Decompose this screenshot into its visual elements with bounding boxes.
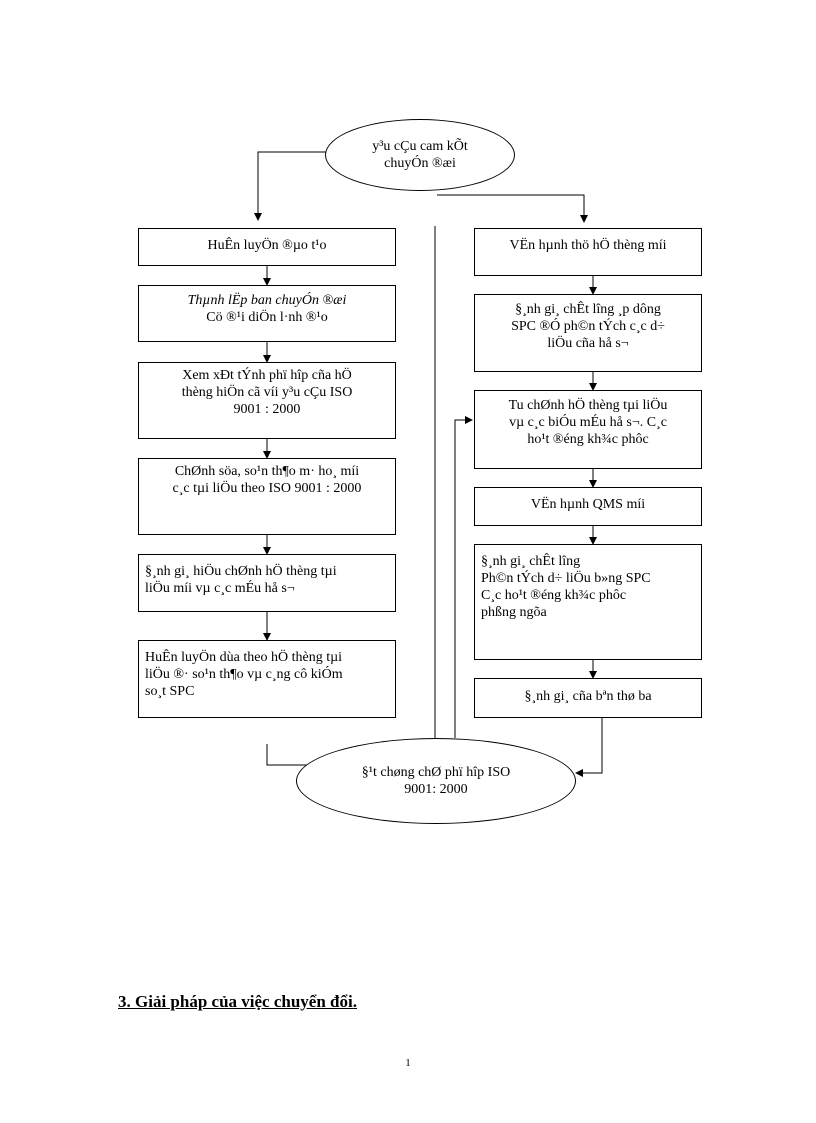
right-step-line: §¸nh gi¸ cña bªn thø ba xyxy=(524,689,652,704)
right-step-line: VËn hµnh QMS míi xyxy=(530,497,646,512)
end-ellipse: §¹t chøng chØ phï hîp ISO 9001: 2000 xyxy=(296,738,576,824)
right-step-line: Ph©n tÝch d÷ liÖu b»ng SPC xyxy=(481,571,651,586)
left-step-training: HuÊn luyÖn ®µo t¹o xyxy=(138,228,396,266)
right-step-line: §¸nh gi¸ chÊt l­îng xyxy=(481,554,581,569)
right-step-run-qms: VËn hµnh QMS míi xyxy=(474,487,702,526)
connector-top-to-left xyxy=(254,151,327,221)
left-step-review: Xem xÐt tÝnh phï hîp cña hÖ thèng hiÖn c… xyxy=(138,362,396,439)
right-step-line: SPC ®Ó ph©n tÝch c¸c d÷ xyxy=(511,319,665,334)
left-step-edit-documents: ChØnh söa, so¹n th¶o m· ho¸ míi c¸c tµi … xyxy=(138,458,396,535)
left-step-evaluate-documents: §¸nh gi¸ hiÖu chØnh hÖ thèng tµi liÖu mí… xyxy=(138,554,396,612)
right-step-line: §¸nh gi¸ chÊt l­îng ¸p dông xyxy=(515,302,661,317)
page-number: 1 xyxy=(405,1057,411,1069)
right-step-line: ho¹t ®éng kh¾c phôc xyxy=(527,432,649,447)
connector-top-to-right xyxy=(437,194,588,223)
left-step-line: HuÊn luyÖn ®µo t¹o xyxy=(207,238,327,253)
right-step-line: VËn hµnh thö hÖ thèng míi xyxy=(509,238,667,253)
left-step-line: c¸c tµi liÖu theo ISO 9001 : 2000 xyxy=(172,481,362,496)
left-step-line: Thµnh lËp ban chuyÓn ®æi xyxy=(187,293,347,308)
left-step-line: liÖu ®· so¹n th¶o vµ c¸ng cô kiÓm xyxy=(145,667,343,682)
section-heading: 3. Giải pháp của việc chuyển đổi. xyxy=(118,992,357,1011)
right-step-trial-run: VËn hµnh thö hÖ thèng míi xyxy=(474,228,702,276)
left-step-line: Cö ®¹i diÖn l·nh ®¹o xyxy=(206,310,328,325)
left-step-line: HuÊn luyÖn dùa theo hÖ thèng tµi xyxy=(145,650,343,665)
left-step-line: so¸t SPC xyxy=(145,684,195,699)
end-ellipse-line: 9001: 2000 xyxy=(404,782,468,797)
right-step-quality-spc: §¸nh gi¸ chÊt l­îng ¸p dông SPC ®Ó ph©n … xyxy=(474,294,702,372)
left-step-line: ChØnh söa, so¹n th¶o m· ho¸ míi xyxy=(174,464,360,479)
right-step-line: phßng ngõa xyxy=(481,605,547,620)
right-step-correction: Tu chØnh hÖ thèng tµi liÖu vµ c¸c biÓu m… xyxy=(474,390,702,469)
left-step-line: liÖu míi vµ c¸c mÉu hå s¬ xyxy=(145,581,295,596)
right-step-quality-analysis: §¸nh gi¸ chÊt l­îng Ph©n tÝch d÷ liÖu b»… xyxy=(474,544,702,660)
end-ellipse-line: §¹t chøng chØ phï hîp ISO xyxy=(361,765,511,780)
left-step-line: 9001 : 2000 xyxy=(233,402,301,417)
left-step-committee: Thµnh lËp ban chuyÓn ®æi Cö ®¹i diÖn l·n… xyxy=(138,285,396,342)
start-ellipse: y³u cÇu cam kÕt chuyÓn ®æi xyxy=(325,119,515,191)
connector-right-to-bottom xyxy=(575,718,603,777)
right-step-line: Tu chØnh hÖ thèng tµi liÖu xyxy=(508,398,668,413)
right-step-line: C¸c ho¹t ®éng kh¾c phôc xyxy=(481,588,627,603)
start-ellipse-line: chuyÓn ®æi xyxy=(384,156,456,171)
right-step-line: liÖu cña hå s¬ xyxy=(547,336,629,351)
connector-left-to-bottom xyxy=(266,744,310,766)
right-step-line: vµ c¸c biÓu mÉu hå s¬. C¸c xyxy=(509,415,667,430)
right-step-third-party-audit: §¸nh gi¸ cña bªn thø ba xyxy=(474,678,702,718)
left-step-line: §¸nh gi¸ hiÖu chØnh hÖ thèng tµi xyxy=(145,564,337,579)
left-step-line: thèng hiÖn cã víi y³u cÇu ISO xyxy=(181,385,353,400)
connector-feedback xyxy=(454,416,473,738)
start-ellipse-line: y³u cÇu cam kÕt xyxy=(372,139,468,154)
left-step-training-spc: HuÊn luyÖn dùa theo hÖ thèng tµi liÖu ®·… xyxy=(138,640,396,718)
left-step-line: Xem xÐt tÝnh phï hîp cña hÖ xyxy=(182,368,352,383)
